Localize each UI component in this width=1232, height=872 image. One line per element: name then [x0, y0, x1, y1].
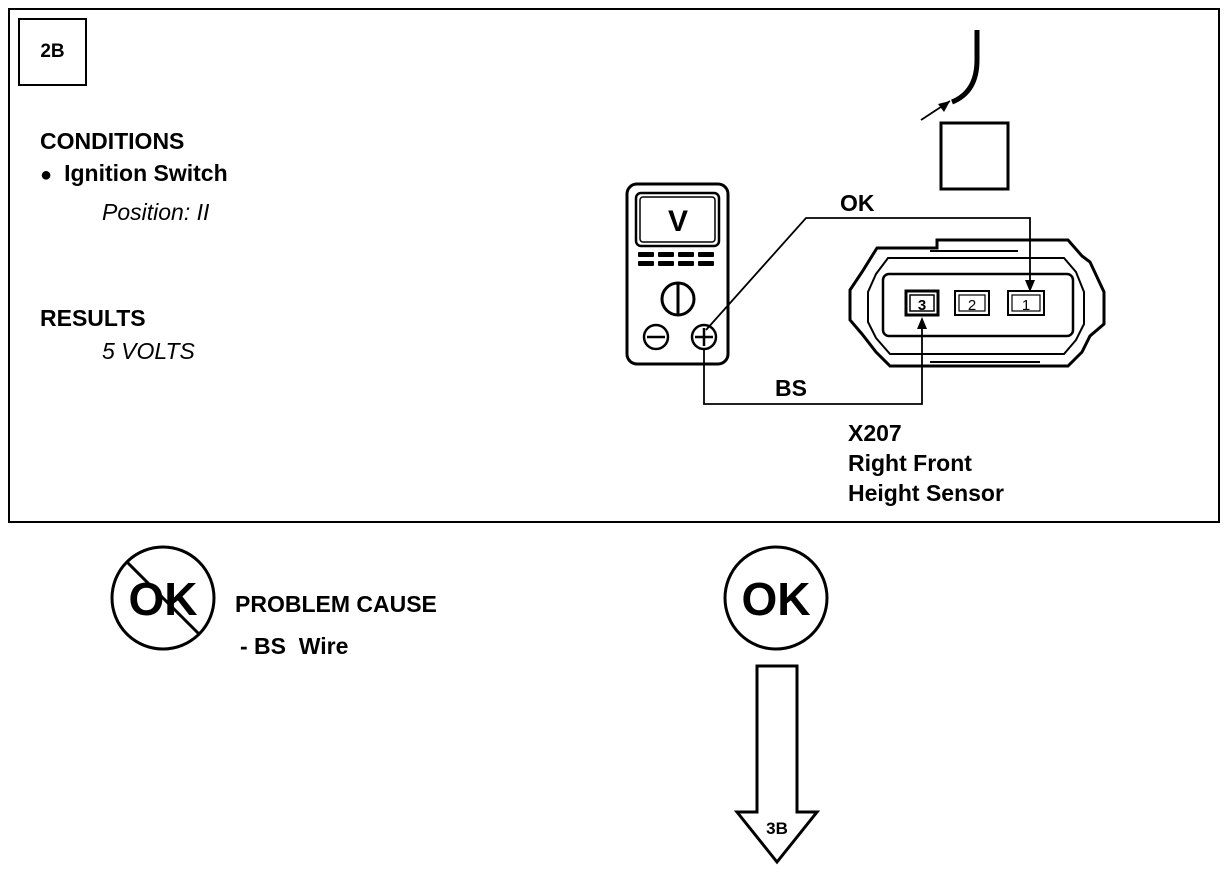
voltmeter-screen	[634, 191, 721, 248]
ok-symbol: OK	[723, 545, 829, 651]
connector-name-line2: Height Sensor	[848, 480, 1004, 506]
voltmeter: V	[625, 182, 730, 366]
connector-x207: 3 2 1	[848, 238, 1106, 368]
voltmeter-keypad-icon	[638, 252, 714, 266]
next-step-label: 3B	[766, 819, 788, 838]
voltmeter-display: V	[668, 205, 688, 238]
arrowhead-icon	[938, 101, 950, 112]
pin-2-label: 2	[968, 297, 976, 314]
ok-circle-icon	[723, 545, 829, 651]
ok-symbol-text: OK	[742, 573, 811, 625]
connector-inner-outline	[867, 257, 1085, 355]
condition-detail: Position: II	[102, 199, 210, 225]
connector-pin-cavity	[881, 272, 1075, 338]
bs-test-lead	[703, 322, 923, 405]
results-value: 5 VOLTS	[102, 338, 195, 364]
bs-lead-arrowhead-icon	[917, 317, 927, 329]
pin-3-label: 3	[918, 297, 926, 314]
connector-id: X207	[848, 420, 902, 446]
step-number: 2B	[40, 41, 65, 62]
ok-wire-label: OK	[840, 190, 875, 216]
condition-item: ● Ignition Switch	[40, 160, 228, 187]
bs-wire-label: BS	[775, 375, 807, 401]
condition-item-label: Ignition Switch	[64, 160, 228, 186]
voltmeter-screen-inner	[639, 196, 716, 243]
next-step-arrow-icon	[733, 664, 821, 865]
strike-through-icon	[125, 560, 201, 636]
conditions-heading: CONDITIONS	[40, 128, 185, 154]
ok-test-lead	[705, 217, 1031, 331]
problem-cause-item: - BS Wire	[240, 633, 349, 659]
bullet-icon: ●	[40, 164, 53, 186]
ok-lead-arrowhead-icon	[1025, 280, 1035, 292]
results-heading: RESULTS	[40, 305, 146, 331]
harness-wire	[950, 30, 980, 105]
component-box	[939, 121, 1010, 191]
problem-cause-heading: PROBLEM CAUSE	[235, 591, 437, 617]
step-number-box: 2B	[18, 18, 87, 86]
connector-name-line1: Right Front	[848, 450, 972, 476]
test-step-panel: 2B	[8, 8, 1220, 523]
not-ok-symbol: OK	[110, 545, 216, 651]
pin-1-label: 1	[1022, 297, 1030, 314]
